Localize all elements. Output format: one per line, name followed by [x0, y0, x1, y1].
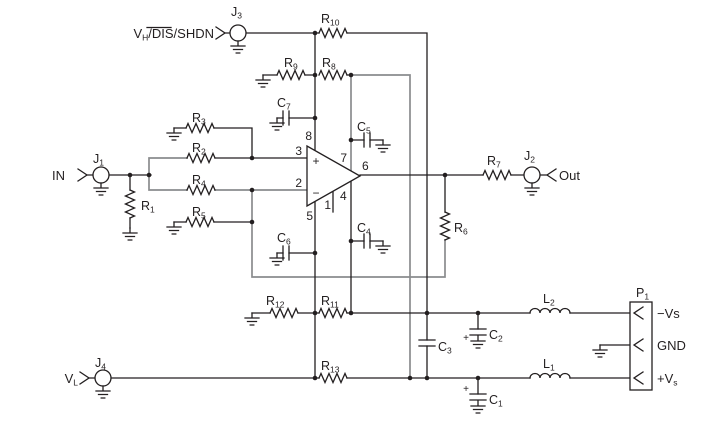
- opamp-pin5-label: 5: [306, 209, 313, 223]
- components: [77, 24, 653, 414]
- out-arrow-icon: [546, 168, 557, 182]
- capacitor-c3-label: C3: [438, 340, 452, 356]
- resistor-r1-label: R1: [141, 199, 155, 215]
- capacitor-c2-polarity: +: [463, 333, 469, 344]
- resistor-r12-label: R12: [266, 294, 285, 310]
- ground-icon: [592, 344, 608, 358]
- connector-j3-circle: [229, 24, 247, 42]
- port-in-label: IN: [52, 168, 65, 183]
- resistor-r6-symbol: [439, 211, 451, 241]
- resistor-r6-label: R6: [454, 221, 468, 237]
- resistor-r1-symbol: [124, 189, 136, 219]
- opamp-triangle: [306, 144, 362, 208]
- capacitor-c1-symbol: [469, 393, 487, 401]
- ground-icon: [93, 182, 109, 196]
- connector-j1-circle: [92, 166, 110, 184]
- resistor-r11-symbol: [318, 307, 348, 319]
- labels: IN J1 R1 R3 R2 R4 R5 VH/DIS/SHDN J3 R10 …: [52, 5, 686, 409]
- in-arrow-icon: [77, 168, 88, 182]
- resistor-r7-symbol: [482, 169, 512, 181]
- capacitor-c7-label: C7: [277, 96, 291, 112]
- junction-dots: [127, 30, 481, 381]
- resistor-r4-label: R4: [192, 173, 206, 189]
- resistor-r9-symbol: [276, 69, 306, 81]
- connector-j3-label: J3: [231, 5, 242, 21]
- connector-j2-circle: [523, 166, 541, 184]
- ground-icon: [244, 312, 260, 326]
- opamp-pin3-label: 3: [295, 144, 302, 158]
- wires-secondary: [148, 74, 446, 379]
- opamp-pin4-label: 4: [340, 189, 347, 203]
- ground-icon: [95, 385, 111, 399]
- capacitor-c4-label: C4: [357, 221, 371, 237]
- ground-icon: [166, 221, 182, 235]
- p1-pin-gnd-label: GND: [657, 338, 686, 353]
- ground-icon: [470, 400, 486, 414]
- opamp-pin8-label: 8: [305, 129, 312, 143]
- vl-arrow-icon: [79, 371, 90, 385]
- resistor-r13-symbol: [318, 372, 348, 384]
- ground-icon: [230, 40, 246, 54]
- ground-icon: [269, 117, 285, 131]
- inductor-l2-symbol: [529, 307, 571, 314]
- inductor-l1-label: L1: [543, 357, 555, 373]
- capacitor-c6-label: C6: [277, 231, 291, 247]
- inductor-l1-symbol: [529, 372, 571, 379]
- ground-icon: [255, 74, 271, 88]
- resistor-r10-label: R10: [321, 12, 340, 28]
- ground-icon: [375, 139, 391, 153]
- connector-j1-label: J1: [93, 152, 104, 168]
- port-out-label: Out: [559, 168, 580, 183]
- opamp-pin2-label: 2: [295, 176, 302, 190]
- capacitor-c1-polarity: +: [463, 384, 469, 395]
- ground-icon: [269, 252, 285, 266]
- opamp-inverting-label: −: [312, 186, 319, 200]
- ground-icon: [470, 335, 486, 349]
- resistor-r12-symbol: [269, 307, 299, 319]
- p1-header-box: [629, 301, 653, 391]
- resistor-r5-label: R5: [192, 205, 206, 221]
- resistor-r7-label: R7: [487, 154, 501, 170]
- resistor-r11-label: R11: [321, 294, 339, 310]
- ground-icon: [166, 127, 182, 141]
- resistor-r2-label: R2: [192, 141, 206, 157]
- resistor-r13-label: R13: [321, 359, 340, 375]
- p1-pin-pos-label: +Vs: [657, 371, 678, 388]
- port-vl-label: VL: [65, 371, 79, 388]
- ground-icon: [122, 227, 138, 241]
- capacitor-c2-symbol: [469, 328, 487, 336]
- connector-j4-label: J4: [95, 356, 106, 372]
- port-vh-label: VH/DIS/SHDN: [133, 26, 214, 43]
- resistor-r3-label: R3: [192, 111, 206, 127]
- p1-pin-neg-label: −Vs: [657, 306, 680, 321]
- capacitor-c1-label: C1: [489, 393, 503, 409]
- opamp-pin7-label: 7: [340, 151, 347, 165]
- capacitor-c2-label: C2: [489, 328, 503, 344]
- ground-icon: [375, 240, 391, 254]
- connector-j4-circle: [94, 369, 112, 387]
- resistor-r8-label: R8: [322, 56, 336, 72]
- connector-j2-label: J2: [524, 149, 535, 165]
- opamp-pin6-label: 6: [362, 159, 369, 173]
- ground-icon: [524, 182, 540, 196]
- resistor-r10-symbol: [318, 27, 348, 39]
- resistor-r8-symbol: [318, 69, 348, 81]
- vh-arrow-icon: [215, 26, 226, 40]
- resistor-r9-label: R9: [284, 56, 298, 72]
- opamp-noninverting-label: +: [312, 154, 319, 168]
- capacitor-c3-symbol: [418, 339, 436, 347]
- wires-primary: [86, 32, 631, 395]
- inductor-l2-label: L2: [543, 292, 555, 308]
- capacitor-c5-label: C5: [357, 120, 371, 136]
- p1-header-label: P1: [636, 286, 649, 302]
- opamp-pin1-label: 1: [324, 198, 331, 212]
